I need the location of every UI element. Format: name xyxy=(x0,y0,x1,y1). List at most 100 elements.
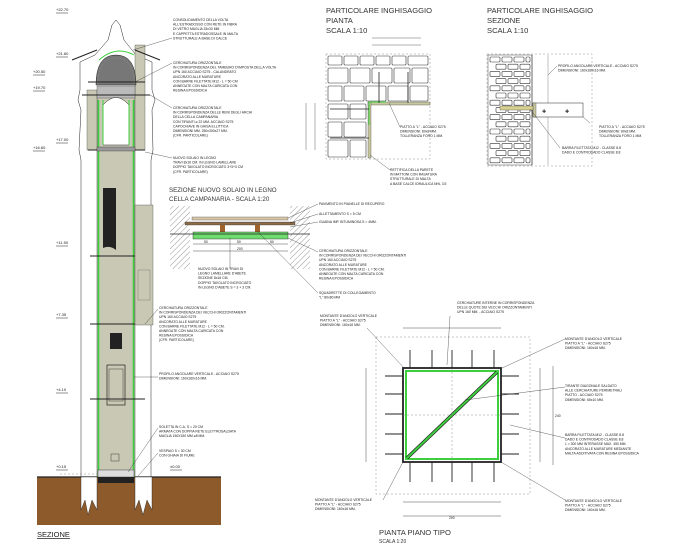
svg-text:50: 50 xyxy=(204,240,208,244)
level-label: +4.10 xyxy=(56,387,67,392)
brick xyxy=(519,92,531,99)
level-label: +7.35 xyxy=(56,312,67,317)
brick-wall xyxy=(489,56,531,164)
brick xyxy=(489,56,501,63)
brick xyxy=(513,85,525,92)
svg-text:SCALA 1:20: SCALA 1:20 xyxy=(379,539,406,545)
brick xyxy=(489,71,501,77)
brick xyxy=(495,92,507,99)
svg-text:PARTICOLARE INGHISAGGIO: PARTICOLARE INGHISAGGIO xyxy=(487,6,593,15)
level-label: +21.60 xyxy=(56,51,69,56)
brick xyxy=(519,78,531,84)
brick xyxy=(525,71,531,77)
svg-text:50: 50 xyxy=(270,240,274,244)
level-label: +19.70 xyxy=(33,85,46,90)
detail-pianta: PARTICOLARE INGHISAGGIO PIANTA SCALA 1:1… xyxy=(305,6,432,160)
brick xyxy=(513,128,525,135)
brick xyxy=(519,150,531,156)
dome xyxy=(95,54,137,86)
level-label: +22.70 xyxy=(56,7,69,12)
brick xyxy=(525,99,531,106)
brick xyxy=(495,78,507,84)
brick xyxy=(507,150,519,156)
brick xyxy=(495,121,507,128)
brick xyxy=(519,63,531,70)
svg-text:CERCHIATURE INTERNE IN CORRISP: CERCHIATURE INTERNE IN CORRISPONDENZADEL… xyxy=(457,301,535,314)
svg-text:240: 240 xyxy=(555,414,561,418)
svg-text:200: 200 xyxy=(237,247,243,251)
brick xyxy=(513,71,525,77)
brick xyxy=(501,56,513,63)
solaio-section: SEZIONE NUOVO SOLAIO IN LEGNO CELLA CAMP… xyxy=(169,187,310,269)
brick xyxy=(507,78,519,84)
brick xyxy=(525,114,531,120)
solaio-subtitle: CELLA CAMPANARIA - SCALA 1:20 xyxy=(169,196,270,203)
level-markers: +22.70 +21.60 +20.50 +19.70 +17.00 +16.6… xyxy=(33,7,182,471)
svg-text:✚: ✚ xyxy=(565,109,569,115)
brick xyxy=(525,157,531,164)
svg-text:✚: ✚ xyxy=(542,109,546,115)
brick xyxy=(501,157,513,164)
svg-text:PIANTA: PIANTA xyxy=(326,16,354,25)
anchor-bars xyxy=(385,350,519,482)
solaio-notes: PAVIMENTO IN PIANELLE DI RECUPERO ALLETT… xyxy=(198,202,406,300)
brick xyxy=(501,143,513,149)
section-title: SEZIONE xyxy=(37,530,70,539)
brick xyxy=(513,99,525,106)
svg-text:PROFILO ANGOLARE VERTICALE - A: PROFILO ANGOLARE VERTICALE - ACCIAIO S27… xyxy=(558,64,638,73)
svg-text:SCALA 1:10: SCALA 1:10 xyxy=(326,26,367,35)
soil xyxy=(37,477,221,525)
brick xyxy=(513,56,525,63)
brick xyxy=(507,92,519,99)
brick xyxy=(501,114,513,120)
brick xyxy=(507,121,519,128)
brick xyxy=(489,157,501,164)
pianta-piano-tipo: 200 240 PIANTA PIANO TIPO SCALA 1:20 xyxy=(365,327,561,545)
brick xyxy=(489,143,501,149)
svg-text:GUAINA IMP. BITUMINOSA S = 4MM: GUAINA IMP. BITUMINOSA S = 4MM. xyxy=(319,220,377,224)
brick xyxy=(489,128,501,135)
svg-text:PAVIMENTO IN PIANELLE DI RECUP: PAVIMENTO IN PIANELLE DI RECUPERO xyxy=(319,202,385,206)
svg-text:SQUADRETTE DI COLLEGAMENTO"L": SQUADRETTE DI COLLEGAMENTO"L" 80x80 MM xyxy=(319,291,376,300)
level-label: ±0.00 xyxy=(170,464,181,469)
tower-section xyxy=(37,19,221,525)
brick xyxy=(513,143,525,149)
brick xyxy=(507,63,519,70)
brick xyxy=(501,85,513,92)
level-label: +11.50 xyxy=(56,240,69,245)
level-label: +16.60 xyxy=(33,145,46,150)
brick xyxy=(495,63,507,70)
brick xyxy=(525,85,531,92)
brick xyxy=(501,99,513,106)
svg-text:PIANTA PIANO TIPO: PIANTA PIANO TIPO xyxy=(379,528,451,537)
svg-text:ALLETTAMENTO S = 5 CM: ALLETTAMENTO S = 5 CM xyxy=(319,212,361,216)
brick xyxy=(489,85,501,92)
level-label: +17.00 xyxy=(56,137,69,142)
detail-sezione: PARTICOLARE INGHISAGGIO SEZIONE SCALA 1:… xyxy=(486,6,593,167)
svg-text:SCALA 1:10: SCALA 1:10 xyxy=(487,26,528,35)
brick xyxy=(525,143,531,149)
brick xyxy=(519,121,531,128)
brick xyxy=(525,56,531,63)
brick xyxy=(525,128,531,135)
brick xyxy=(513,157,525,164)
